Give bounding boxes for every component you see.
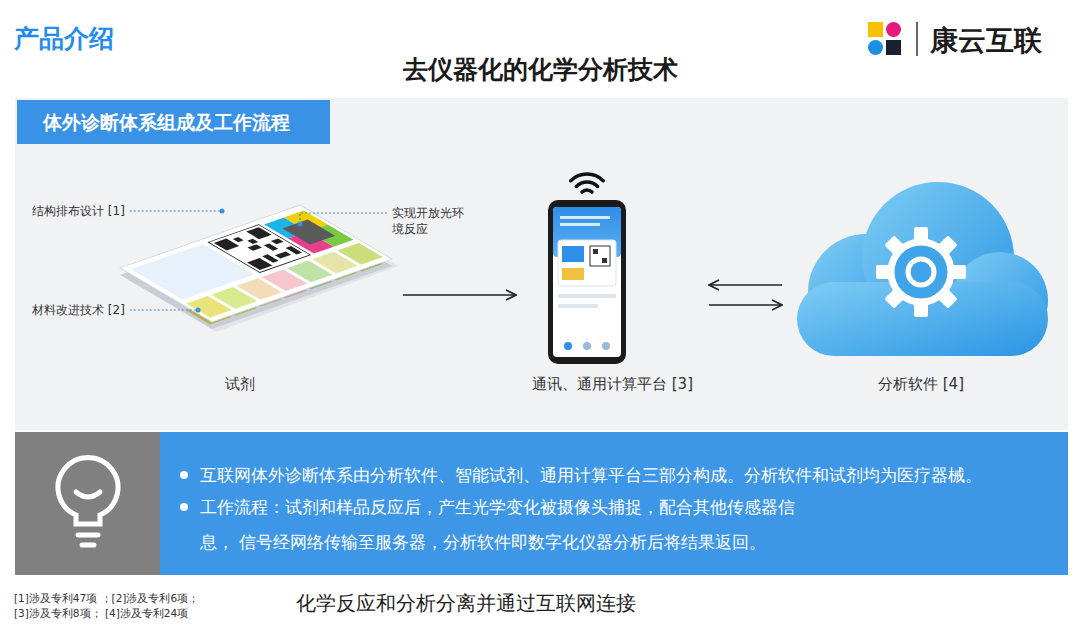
software-box: 分析软件 [4] [790,165,1052,400]
flow-arrow [403,295,516,296]
section-panel: 试剂 通讯、通用计算平台 [3] 分析软件 [4] 体外诊断体系组成及工作流程 [15,98,1068,430]
footnote: [3]涉及专利8项； [4]涉及专利24项 [14,606,188,620]
arrow-line [403,294,516,296]
item-label: 分析软件 [4] [878,375,964,394]
heading-underline [14,60,120,63]
item-label: 试剂 [225,375,255,394]
platform-box: 通讯、通用计算平台 [3] [524,165,701,400]
arrow-line [709,284,782,286]
gear-symbol [876,227,966,317]
slide-caption: 化学反应和分析分离并通过互联网连接 [216,590,716,617]
bullet-text: 工作流程：试剂和样品反应后，产生光学变化被摄像头捕捉，配合其他传感器信息， 信号… [200,490,820,560]
wifi-symbol [571,174,604,192]
item-label: 通讯、通用计算平台 [3] [532,375,693,394]
section-heading: 产品介绍 [14,22,114,56]
bulb-icon [58,458,118,545]
brand-name: 康云互联 [930,22,1042,60]
icon-square [15,432,160,575]
section-tab: 体外诊断体系组成及工作流程 [17,100,330,144]
flow-arrow [709,285,782,305]
reagent-card [120,205,398,332]
summary-band: 互联网体外诊断体系由分析软件、智能试剂、通用计算平台三部分构成。分析软件和试剂均… [160,432,1068,575]
logo-mark [868,22,917,56]
callout-label: 实现开放光环 境反应 [392,205,472,237]
bullet-dot [180,503,188,511]
cloud-illustration [797,182,1048,356]
bullet-text: 互联网体外诊断体系由分析软件、智能试剂、通用计算平台三部分构成。分析软件和试剂均… [200,460,1060,490]
bullet-dot [180,471,188,479]
leader-dots [196,209,303,313]
footnote: [1]涉及专利47项 ；[2]涉及专利6项； [14,591,199,605]
arrow-line [709,304,782,306]
leader-lines [130,211,387,310]
callout-label: 结构排布设计 [1] [32,203,125,219]
phone-illustration [548,200,626,364]
slide-title: 去仪器化的化学分析技术 [0,53,1080,86]
callout-label: 材料改进技术 [2] [32,302,125,318]
panel-ground [15,98,1068,430]
reagent-box: 试剂 [85,165,395,400]
